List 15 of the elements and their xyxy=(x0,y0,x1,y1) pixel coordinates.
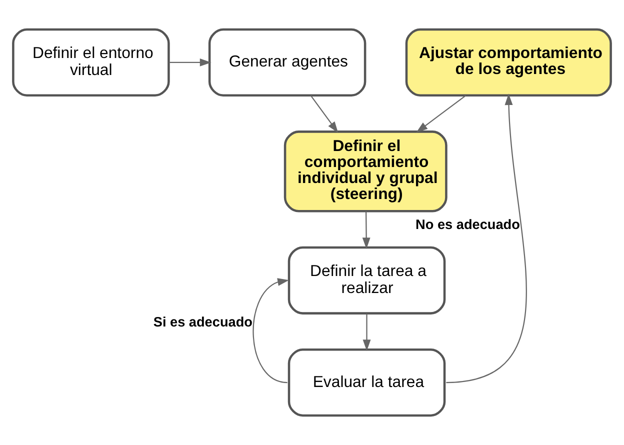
node-box: Definir el comportamiento individual y grupal (steering) xyxy=(284,130,448,212)
edge-label: No es adecuado xyxy=(416,217,520,232)
arrow xyxy=(310,95,338,133)
node-box: Ajustar comportamiento de los agentes xyxy=(405,28,612,96)
node-box: Evaluar la tarea xyxy=(288,348,446,417)
arrow xyxy=(168,58,212,66)
arrow xyxy=(446,94,527,384)
node-box: Generar agentes xyxy=(208,28,366,96)
arrow xyxy=(252,278,289,384)
arrow xyxy=(362,314,371,352)
node-box: Definir la tarea a realizar xyxy=(288,246,446,314)
node-box: Definir el entorno virtual xyxy=(12,28,170,96)
arrow xyxy=(362,211,370,249)
arrow xyxy=(416,95,466,133)
edge-label: Si es adecuado xyxy=(153,314,252,330)
